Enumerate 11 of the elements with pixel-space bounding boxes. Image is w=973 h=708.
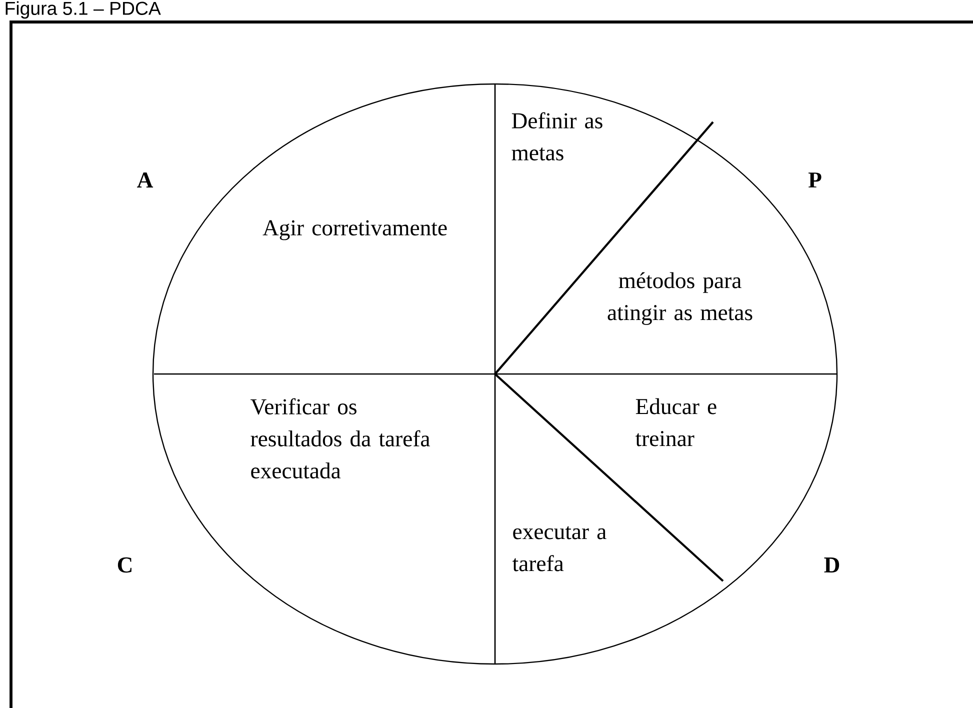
quadrant-letter: P [808, 172, 822, 188]
sector-text: executar a tarefa [512, 526, 606, 572]
quadrant-letter: D [824, 558, 840, 572]
figure-title: Figura 5.1 – PDCA [6, 1, 161, 19]
quadrant-letter: C [118, 557, 132, 573]
sector-text: métodos para atingir as metas [608, 272, 752, 325]
sector-text: Agir corretivamente [262, 220, 447, 240]
sector-text: Verificar os resultados da tarefa executada [250, 398, 430, 478]
sector-text: Educar e treinar [636, 398, 716, 446]
quadrant-letter: A [137, 172, 154, 188]
sector-text: Definir as metas [512, 112, 602, 160]
